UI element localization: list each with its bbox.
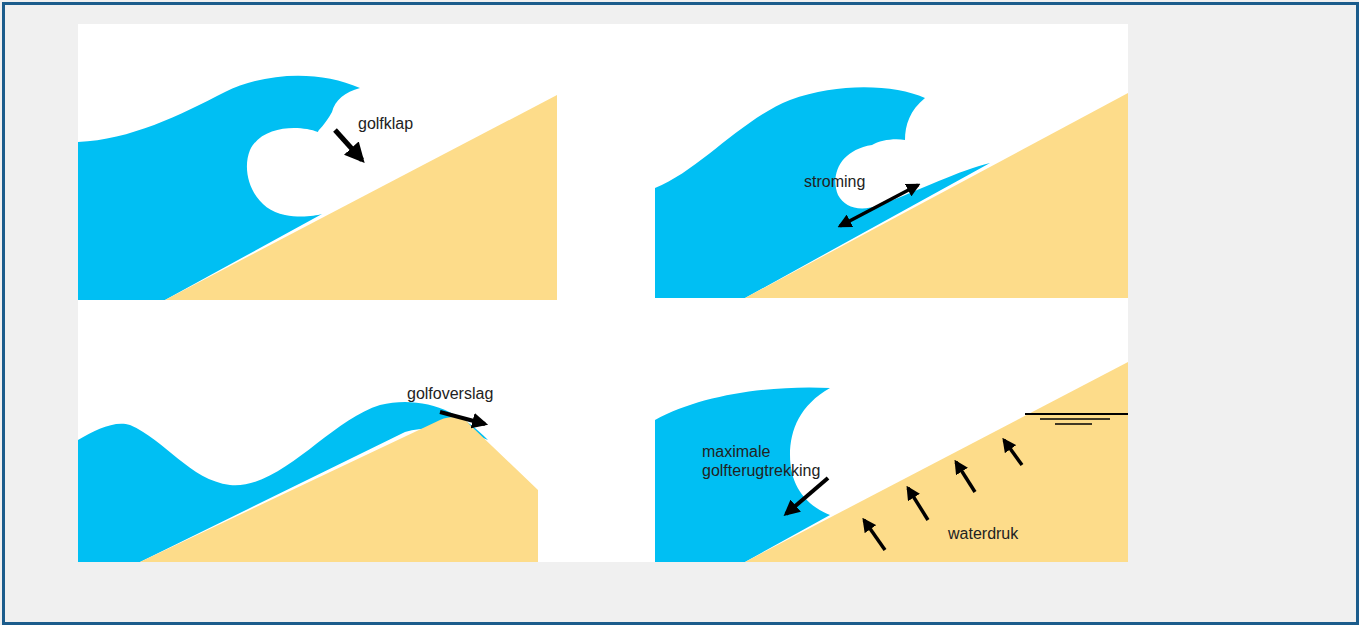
panel-wave-impact — [78, 76, 557, 300]
panel-flow — [655, 87, 1128, 298]
panel-drawdown — [655, 362, 1128, 562]
load-label: golfoverslag — [407, 384, 493, 403]
load-label: stroming — [804, 172, 865, 191]
load-label: maximale golfterugtrekking — [702, 442, 852, 480]
load-label: golfklap — [358, 114, 413, 133]
white-ground — [78, 24, 1128, 562]
panel-overtopping — [78, 402, 538, 562]
load-label: waterdruk — [948, 524, 1018, 543]
